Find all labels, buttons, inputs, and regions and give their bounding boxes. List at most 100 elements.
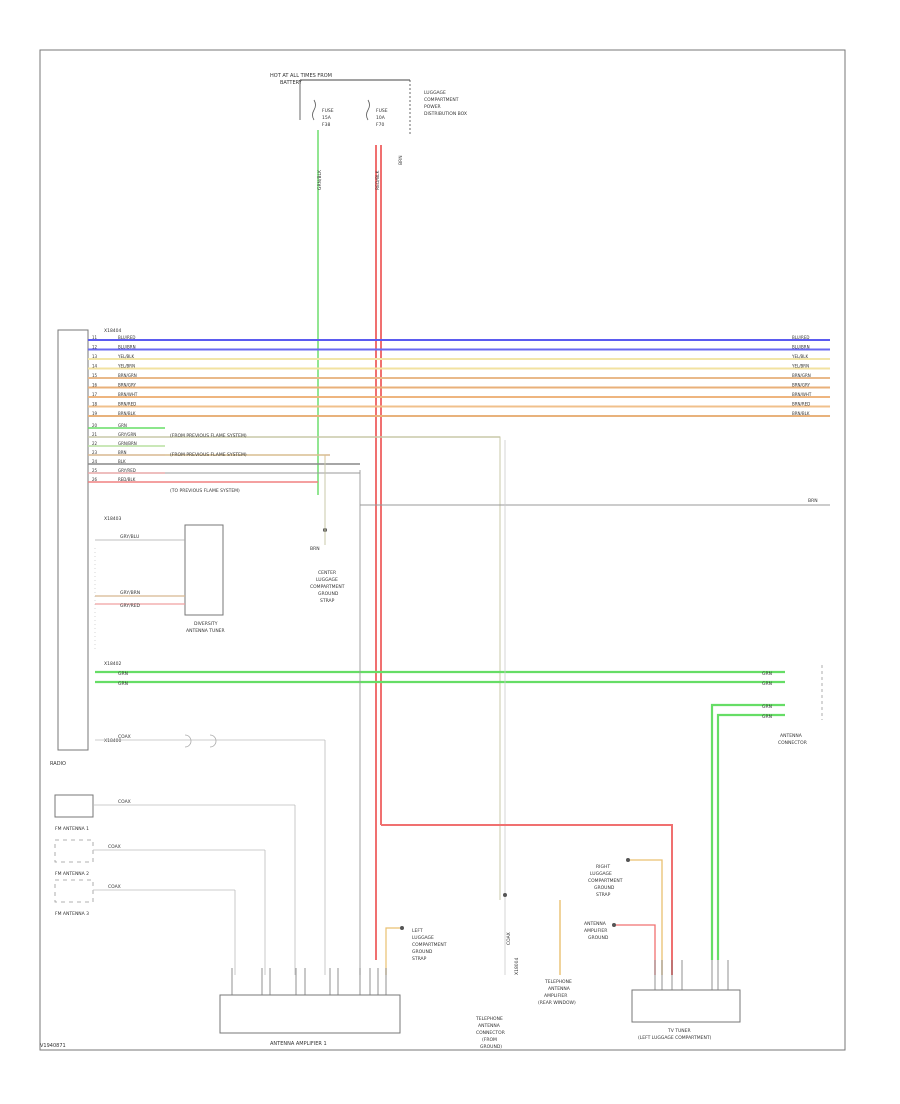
footer-code: V1940871: [40, 1043, 66, 1049]
fuse-1-name: FUSE: [322, 108, 334, 114]
mid-pin-25: 25: [92, 468, 98, 473]
fm-antenna-2-label: FM ANTENNA 2: [55, 871, 89, 877]
mid-label-26: RED/BLK: [118, 477, 136, 482]
right-ground1-1: RIGHT: [596, 864, 610, 870]
ground-label-2: LUGGAGE: [316, 577, 338, 583]
bus-pin-18: 18: [92, 402, 98, 407]
green-bus-label-1: GRN: [118, 671, 128, 677]
right-ground1-2: LUGGAGE: [590, 871, 612, 877]
left-connector-id: X18404: [104, 328, 122, 334]
right-ground2-2: AMPLIFIER: [584, 928, 607, 934]
bus-label-left-16: BRN/GRY: [118, 383, 136, 388]
bus-label-left-14: YEL/BRN: [117, 364, 135, 369]
fm-antenna-3-wire: COAX: [108, 884, 121, 890]
amp-ground-wire: [385, 927, 402, 975]
tv-power-wire: [381, 824, 673, 975]
radio-coax-pin: X18400: [104, 738, 122, 744]
diversity-wire-3: GRY/RED: [120, 603, 141, 609]
bus-pin-14: 14: [92, 364, 98, 369]
second-connector-id: X18403: [104, 516, 122, 522]
mid-label-24: BLK: [118, 459, 126, 464]
mid-label-21: GRY/GRN: [118, 432, 136, 437]
antenna-conn-label-2: CONNECTOR: [778, 740, 807, 746]
fm-antenna-1-box: [54, 794, 94, 818]
mid-notes: (FROM PREVIOUS FLAME SYSTEM) (FROM PREVI…: [170, 433, 247, 494]
fm-antennas: FM ANTENNA 1 FM ANTENNA 2 FM ANTENNA 3 C…: [54, 794, 296, 975]
fuse-2-name: FUSE: [376, 108, 388, 114]
bus-pin-17: 17: [92, 392, 98, 397]
green-bus-label-2: GRN: [118, 681, 128, 687]
bottom-center-4: (REAR WINDOW): [538, 1000, 576, 1006]
right-ground1-4: GROUND: [594, 885, 615, 891]
bus-pin-12: 12: [92, 345, 98, 350]
ground-label-3: COMPARTMENT: [310, 584, 345, 590]
bottom-center-2: ANTENNA: [548, 986, 571, 992]
bus-label-right-18: BRN/RED: [792, 402, 810, 407]
coax-shield-symbol: [184, 734, 217, 748]
mid-note-1: (FROM PREVIOUS FLAME SYSTEM): [170, 433, 247, 439]
radio-label: RADIO: [50, 761, 66, 767]
trunk-label-5: GROUND): [480, 1044, 502, 1050]
diversity-tuner-box: [184, 524, 224, 616]
mid-label-23: BRN: [118, 450, 127, 455]
fuse-2-symbol: [366, 99, 370, 121]
bus-pin-16: 16: [92, 383, 98, 388]
fuse-panel-label-4: DISTRIBUTION BOX: [424, 111, 467, 117]
mid-label-25: GRY/RED: [118, 468, 136, 473]
tv-ground-wire-2: [614, 924, 656, 975]
ground-wire: BRN: [310, 546, 320, 552]
wire-brn-top: BRN: [398, 155, 404, 165]
fm-antenna-2-box: [54, 839, 94, 863]
fuse-1-num: F38: [322, 122, 330, 128]
tv-tuner-label-1: TV TUNER: [667, 1028, 691, 1034]
mid-label-22: GRN/BRN: [118, 441, 137, 446]
amp-ground-5: STRAP: [412, 956, 427, 962]
radio-module: [57, 329, 89, 751]
bus-label-left-11: BLU/RED: [118, 335, 135, 340]
right-brn-label: BRN: [808, 498, 818, 504]
bus-label-right-11: BLU/RED: [792, 335, 809, 340]
diversity-label-2: ANTENNA TUNER: [186, 628, 225, 634]
ground-label-5: STRAP: [320, 598, 335, 604]
bus-label-right-12: BLU/BRN: [792, 345, 810, 350]
source-line-1: HOT AT ALL TIMES FROM: [270, 73, 332, 79]
ground-label-1: CENTER: [318, 570, 336, 576]
trunk-connector: X18004: [514, 957, 520, 975]
fuse-panel-label-1: LUGGAGE: [424, 90, 446, 96]
tv-tuner-label-2: (LEFT LUGGAGE COMPARTMENT): [638, 1035, 712, 1041]
mid-label-20: GRN: [118, 423, 127, 428]
fuse-panel-label-3: POWER: [424, 104, 441, 110]
mid-note-3: (TO PREVIOUS FLAME SYSTEM): [170, 488, 240, 494]
mid-pin-23: 23: [92, 450, 98, 455]
right-ground1-5: STRAP: [596, 892, 611, 898]
fm-antenna-1-wire: COAX: [118, 799, 131, 805]
amp-ground-1: LEFT: [412, 928, 423, 934]
amp-ground-2: LUGGAGE: [412, 935, 434, 941]
bus-label-left-19: BRN/BLK: [118, 411, 136, 416]
source-line-2: BATTERY: [280, 80, 303, 86]
diversity-label-1: DIVERSITY: [194, 621, 218, 627]
fm-antenna-2-wire: COAX: [108, 844, 121, 850]
tv-ground-point-1: [626, 858, 630, 862]
green-right-down-2: [716, 713, 785, 960]
amp-ground-4: GROUND: [412, 949, 433, 955]
bus-label-left-15: BRN/GRN: [118, 373, 137, 378]
bus-pin-15: 15: [92, 373, 98, 378]
trunk-label-4: (FROM: [482, 1037, 497, 1043]
telephone-point: [503, 893, 507, 897]
bus-pin-13: 13: [92, 354, 98, 359]
fuse-panel-label-2: COMPARTMENT: [424, 97, 459, 103]
fuse-2-rating: 10A: [376, 115, 386, 121]
green-right-1: GRN: [762, 671, 772, 677]
amp-pins: [231, 968, 387, 995]
mid-pin-22: 22: [92, 441, 98, 446]
bus-label-left-18: BRN/RED: [118, 402, 136, 407]
bus-label-right-14: YEL/BRN: [791, 364, 809, 369]
amp-label: ANTENNA AMPLIFIER 1: [270, 1041, 327, 1047]
bus-label-right-17: BRN/WHT: [792, 392, 812, 397]
fm-antenna-3-label: FM ANTENNA 3: [55, 911, 89, 917]
antenna-conn-label-1: ANTENNA: [780, 733, 803, 739]
wire-green-top: GRN/BLK: [317, 169, 323, 190]
